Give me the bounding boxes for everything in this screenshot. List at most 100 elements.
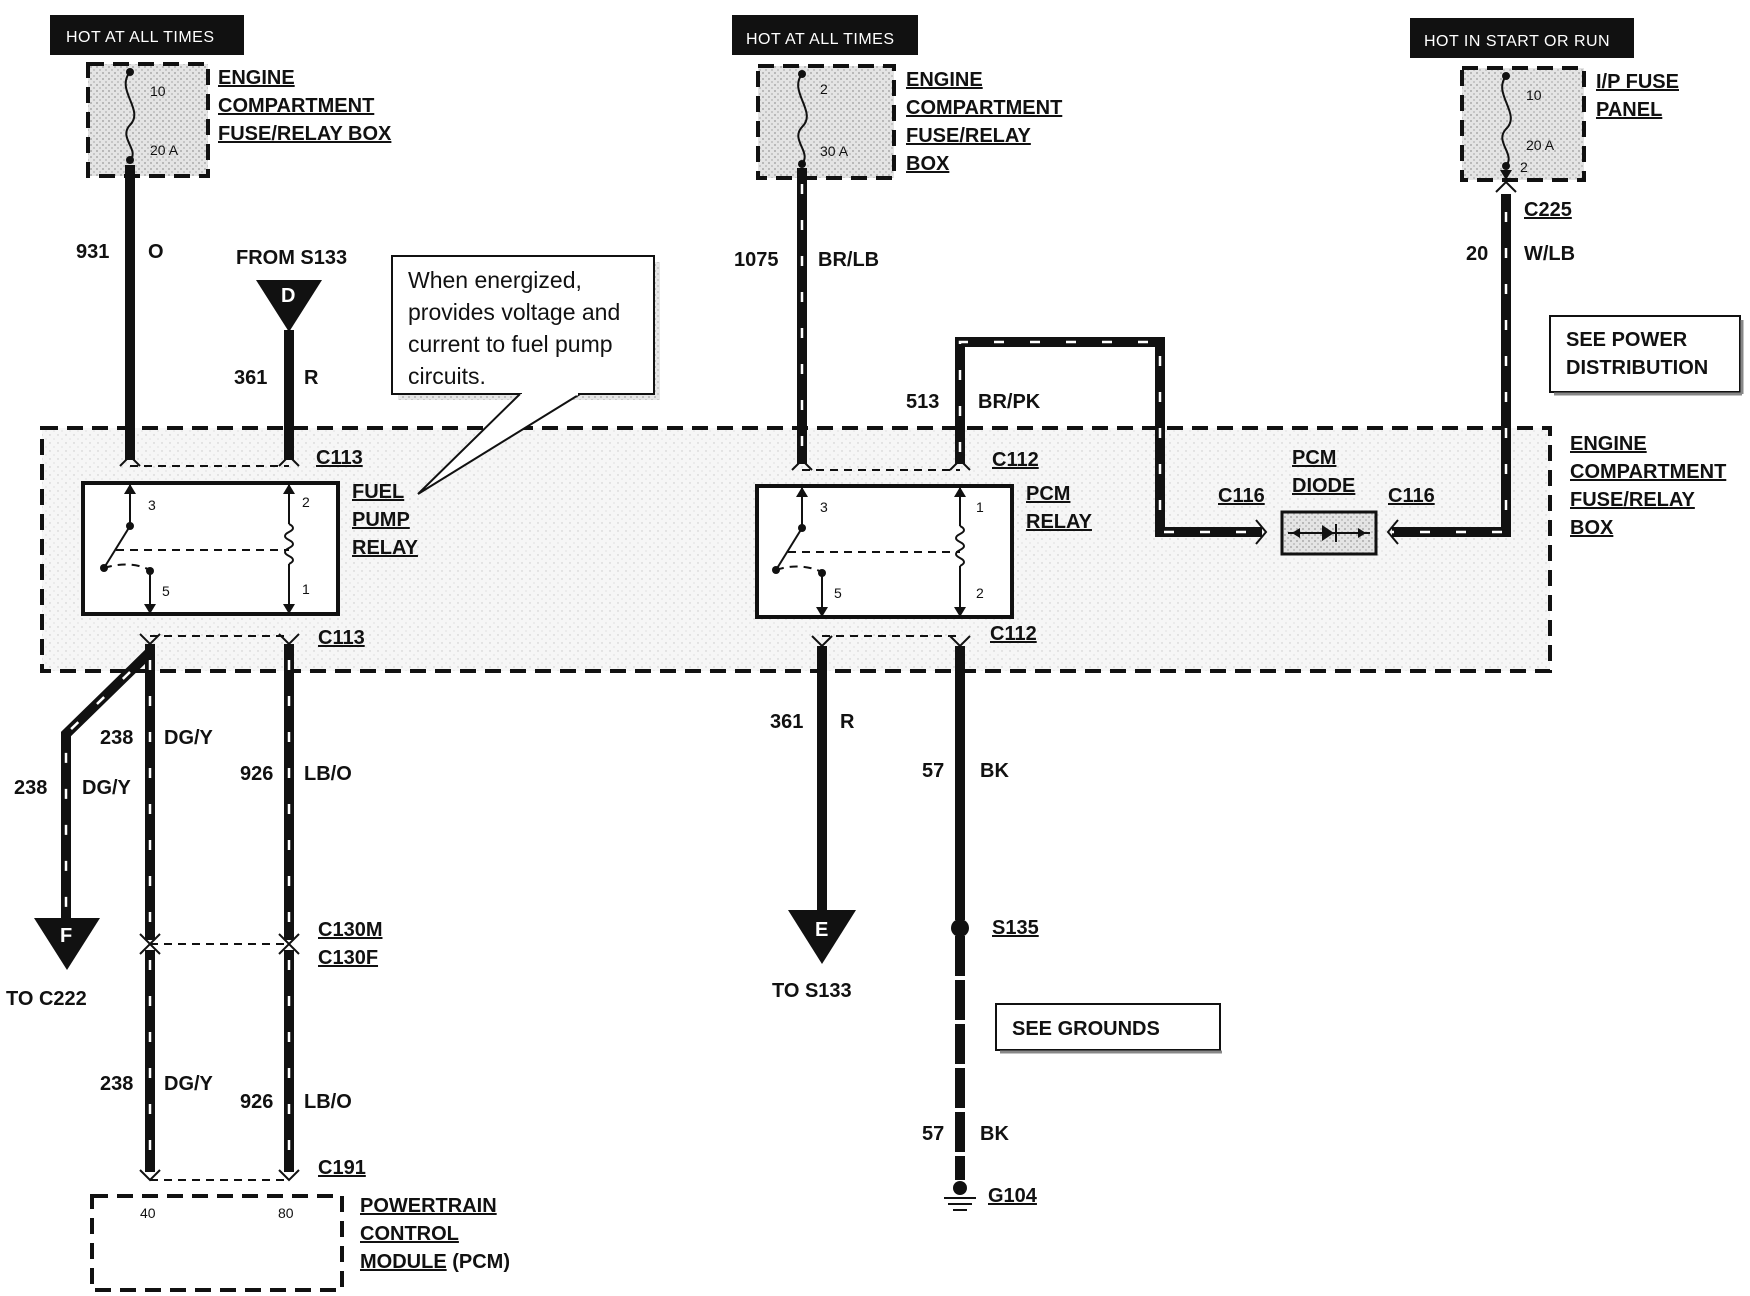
to-c222-offpage: F TO C222 bbox=[6, 918, 100, 1010]
svg-text:provides voltage and: provides voltage and bbox=[408, 299, 620, 325]
svg-text:LB/O: LB/O bbox=[304, 1091, 352, 1113]
left-power-source: HOT AT ALL TIMES bbox=[50, 15, 244, 55]
svg-text:RELAY: RELAY bbox=[352, 537, 419, 559]
pcm-diode bbox=[1280, 510, 1378, 556]
svg-text:FROM S133: FROM S133 bbox=[236, 247, 347, 269]
svg-text:TO C222: TO C222 bbox=[6, 988, 87, 1010]
svg-text:O: O bbox=[148, 241, 164, 263]
svg-text:F: F bbox=[60, 925, 72, 947]
svg-text:MODULE (PCM): MODULE (PCM) bbox=[360, 1251, 510, 1273]
svg-text:1: 1 bbox=[302, 581, 310, 597]
svg-text:E: E bbox=[815, 919, 828, 941]
svg-text:FUEL: FUEL bbox=[352, 481, 404, 503]
svg-text:513: 513 bbox=[906, 391, 939, 413]
svg-text:R: R bbox=[840, 711, 855, 733]
svg-text:238: 238 bbox=[100, 1073, 133, 1095]
fuel-pump-relay: 3 2 5 1 bbox=[81, 481, 340, 616]
splice-s135: S135 bbox=[951, 917, 1039, 939]
svg-text:5: 5 bbox=[162, 583, 170, 599]
svg-text:BR/LB: BR/LB bbox=[818, 249, 879, 271]
svg-text:S135: S135 bbox=[992, 917, 1039, 939]
svg-text:238: 238 bbox=[100, 727, 133, 749]
connector-c191: C191 bbox=[139, 1157, 366, 1182]
wire-926-upper: 926 LB/O bbox=[240, 644, 352, 940]
svg-text:57: 57 bbox=[922, 760, 944, 782]
svg-text:POWERTRAIN: POWERTRAIN bbox=[360, 1195, 497, 1217]
connector-c112-top: C112 bbox=[791, 449, 1039, 471]
svg-text:BR/PK: BR/PK bbox=[978, 391, 1041, 413]
svg-text:10: 10 bbox=[150, 83, 166, 99]
svg-text:DG/Y: DG/Y bbox=[164, 1073, 214, 1095]
svg-text:I/P FUSE: I/P FUSE bbox=[1596, 71, 1679, 93]
wire-361-bottom: 361 R bbox=[770, 646, 855, 916]
svg-text:HOT IN START OR RUN: HOT IN START OR RUN bbox=[1424, 33, 1610, 50]
wire-361-top: 361 R bbox=[234, 330, 319, 460]
right-fuse-label: I/P FUSE PANEL bbox=[1596, 71, 1679, 121]
svg-text:10: 10 bbox=[1526, 87, 1542, 103]
svg-text:PCM: PCM bbox=[1292, 447, 1336, 469]
wire-238-upper: 238 DG/Y bbox=[100, 644, 214, 940]
svg-text:COMPARTMENT: COMPARTMENT bbox=[1570, 461, 1726, 483]
fuse-relay-box-label: ENGINE COMPARTMENT FUSE/RELAY BOX bbox=[1570, 433, 1726, 539]
connector-c113-top: C113 bbox=[119, 447, 363, 469]
svg-text:C130F: C130F bbox=[318, 947, 378, 969]
svg-text:C191: C191 bbox=[318, 1157, 366, 1179]
note-box: When energized, provides voltage and cur… bbox=[391, 255, 660, 495]
svg-text:BK: BK bbox=[980, 760, 1009, 782]
svg-text:current to fuel pump: current to fuel pump bbox=[408, 331, 613, 357]
to-s133-offpage: E TO S133 bbox=[772, 910, 856, 1002]
svg-text:D: D bbox=[281, 285, 295, 307]
svg-text:361: 361 bbox=[234, 367, 267, 389]
connector-c225: C225 bbox=[1495, 180, 1572, 221]
svg-text:20: 20 bbox=[1466, 243, 1488, 265]
svg-text:DG/Y: DG/Y bbox=[164, 727, 214, 749]
svg-text:BOX: BOX bbox=[1570, 517, 1614, 539]
svg-text:SEE GROUNDS: SEE GROUNDS bbox=[1012, 1018, 1160, 1040]
svg-text:BK: BK bbox=[980, 1123, 1009, 1145]
svg-text:BOX: BOX bbox=[906, 153, 950, 175]
see-power-distribution-ref: SEE POWER DISTRIBUTION bbox=[1549, 315, 1744, 396]
svg-text:1075: 1075 bbox=[734, 249, 779, 271]
wire-238-branch: 238 DG/Y bbox=[14, 648, 154, 924]
svg-text:HOT AT ALL TIMES: HOT AT ALL TIMES bbox=[746, 31, 895, 48]
svg-text:LB/O: LB/O bbox=[304, 763, 352, 785]
pcm-diode-label: PCM DIODE bbox=[1292, 447, 1355, 497]
svg-text:40: 40 bbox=[140, 1205, 156, 1221]
svg-text:TO S133: TO S133 bbox=[772, 980, 852, 1002]
svg-text:C112: C112 bbox=[990, 623, 1037, 645]
svg-text:C113: C113 bbox=[318, 627, 365, 649]
ground-g104: G104 bbox=[944, 1181, 1038, 1211]
svg-text:DIODE: DIODE bbox=[1292, 475, 1355, 497]
svg-text:C116: C116 bbox=[1218, 485, 1265, 507]
right-power-source: HOT IN START OR RUN bbox=[1410, 18, 1634, 58]
svg-text:G104: G104 bbox=[988, 1185, 1038, 1207]
wire-926-lower: 926 LB/O bbox=[240, 950, 352, 1172]
wire-20: 20 W/LB bbox=[1392, 194, 1575, 537]
wire-57-upper: 57 BK bbox=[922, 646, 1009, 920]
wire-1075: 1075 BR/LB bbox=[734, 168, 879, 464]
svg-text:COMPARTMENT: COMPARTMENT bbox=[218, 95, 374, 117]
svg-text:PCM: PCM bbox=[1026, 483, 1070, 505]
svg-text:FUSE/RELAY: FUSE/RELAY bbox=[1570, 489, 1696, 511]
pcm-relay-label: PCM RELAY bbox=[1026, 483, 1093, 533]
svg-text:926: 926 bbox=[240, 763, 273, 785]
svg-text:ENGINE: ENGINE bbox=[906, 69, 983, 91]
connector-c130: C130M C130F bbox=[139, 919, 382, 969]
svg-text:ENGINE: ENGINE bbox=[1570, 433, 1647, 455]
middle-power-source: HOT AT ALL TIMES bbox=[732, 15, 918, 55]
svg-text:PANEL: PANEL bbox=[1596, 99, 1662, 121]
connector-c116-left: C116 bbox=[1218, 485, 1268, 545]
svg-text:238: 238 bbox=[14, 777, 47, 799]
wire-931: 931 O bbox=[76, 165, 164, 460]
svg-text:931: 931 bbox=[76, 241, 109, 263]
svg-text:2: 2 bbox=[1520, 159, 1528, 175]
svg-text:2: 2 bbox=[302, 494, 310, 510]
svg-text:C225: C225 bbox=[1524, 199, 1572, 221]
see-grounds-ref: SEE GROUNDS bbox=[995, 1003, 1222, 1054]
fuel-pump-relay-label: FUEL PUMP RELAY bbox=[352, 481, 419, 559]
pcm-module-label: POWERTRAIN CONTROL MODULE (PCM) bbox=[360, 1195, 510, 1273]
svg-text:W/LB: W/LB bbox=[1524, 243, 1575, 265]
wire-238-lower: 238 DG/Y bbox=[100, 950, 214, 1172]
svg-text:C113: C113 bbox=[316, 447, 363, 469]
